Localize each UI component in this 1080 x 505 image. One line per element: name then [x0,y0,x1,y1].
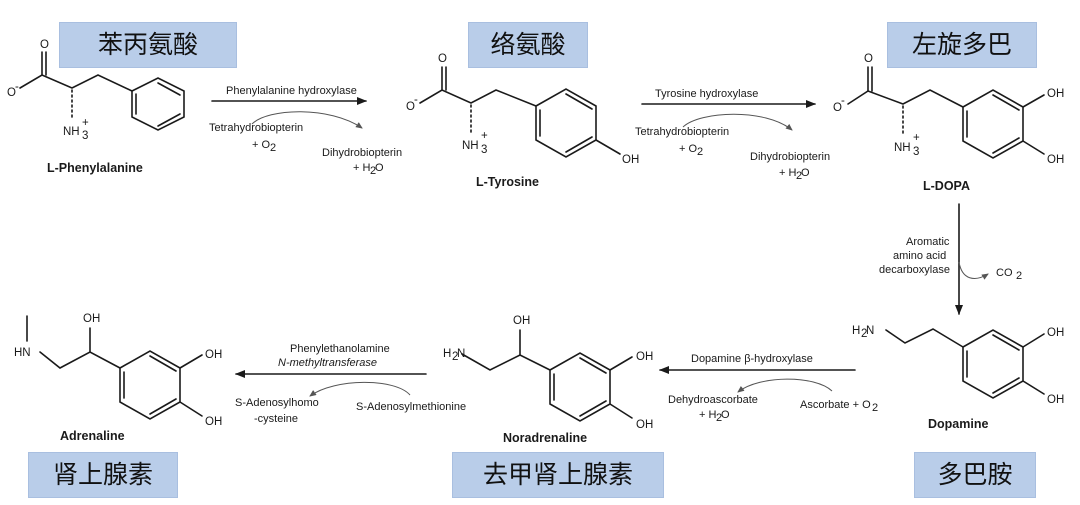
svg-text:N: N [457,348,465,360]
svg-text:NH: NH [894,142,911,154]
svg-text:2: 2 [872,402,878,414]
svg-text:2: 2 [270,142,276,154]
svg-text:Phenylethanolamine: Phenylethanolamine [290,343,390,355]
svg-text:O: O [833,102,842,114]
svg-text:O: O [438,53,447,65]
svg-text:OH: OH [1047,88,1064,100]
svg-text:2: 2 [697,146,703,158]
step-5: Phenylethanolamine N-methyltransferase S… [235,343,466,425]
svg-text:OH: OH [636,419,653,431]
step-2: Tyrosine hydroxylase Tetrahydrobiopterin… [635,88,830,182]
svg-text:OH: OH [1047,394,1064,406]
svg-text:-cysteine: -cysteine [254,413,298,425]
label-dopa-cn: 左旋多巴 [887,22,1037,68]
label-phenylalanine-cn: 苯丙氨酸 [59,22,237,68]
svg-text:OH: OH [83,313,100,325]
svg-text:OH: OH [636,351,653,363]
svg-text:+: + [82,117,89,129]
svg-text:Dihydrobiopterin: Dihydrobiopterin [750,151,830,163]
label-dopamine-cn: 多巴胺 [914,452,1036,498]
svg-text:O: O [406,101,415,113]
svg-text:+ H: + H [353,162,370,174]
svg-text:O: O [801,167,810,179]
svg-text:decarboxylase: decarboxylase [879,264,950,276]
svg-text:+: + [481,130,488,142]
svg-text:NH: NH [63,126,80,138]
svg-text:OH: OH [1047,327,1064,339]
svg-text:OH: OH [513,315,530,327]
molecule-tyrosine: O O - NH 3 + OH [406,53,639,166]
svg-text:Aromatic: Aromatic [906,236,950,248]
svg-text:2: 2 [796,170,802,182]
svg-text:H: H [443,348,451,360]
label-adrenaline-cn: 肾上腺素 [28,452,178,498]
svg-text:OH: OH [622,154,639,166]
svg-text:Phenylalanine hydroxylase: Phenylalanine hydroxylase [226,85,357,97]
svg-text:3: 3 [481,144,487,156]
svg-text:O: O [7,87,16,99]
label-noradrenaline-cn: 去甲肾上腺素 [452,452,664,498]
name-tyrosine: L-Tyrosine [476,175,539,189]
svg-text:3: 3 [82,130,88,142]
molecule-phenylalanine: O O - NH 3 + [7,39,185,142]
svg-text:+: + [913,132,920,144]
svg-text:HN: HN [14,347,31,359]
svg-text:2: 2 [861,328,867,340]
svg-text:Dopamine β-hydroxylase: Dopamine β-hydroxylase [691,353,813,365]
svg-text:-: - [841,95,845,107]
svg-text:CO: CO [996,267,1013,279]
svg-text:2: 2 [1016,270,1022,282]
svg-text:+ H: + H [779,167,796,179]
svg-text:Tetrahydrobiopterin: Tetrahydrobiopterin [635,126,729,138]
svg-text:Dihydrobiopterin: Dihydrobiopterin [322,147,402,159]
svg-text:NH: NH [462,140,479,152]
svg-text:+ O: + O [679,143,697,155]
svg-text:2: 2 [452,351,458,363]
svg-text:O: O [864,53,873,65]
svg-text:2: 2 [370,165,376,177]
molecule-dopa: O O - NH 3 + OH OH [833,53,1064,166]
svg-text:N: N [866,325,874,337]
svg-text:+ O: + O [252,139,270,151]
svg-text:OH: OH [205,416,222,428]
svg-text:3: 3 [913,146,919,158]
svg-text:OH: OH [205,349,222,361]
step-1: Phenylalanine hydroxylase Tetrahydrobiop… [209,85,402,177]
svg-text:S-Adenosylhomo: S-Adenosylhomo [235,397,319,409]
svg-text:-: - [414,94,418,106]
step-3: Aromatic amino acid decarboxylase CO 2 [879,203,1022,315]
svg-text:+ H: + H [699,409,716,421]
svg-text:Tyrosine hydroxylase: Tyrosine hydroxylase [655,88,758,100]
name-noradrenaline: Noradrenaline [503,431,587,445]
label-tyrosine-cn: 络氨酸 [468,22,588,68]
molecule-adrenaline: HN OH OH OH [14,313,222,428]
svg-text:-: - [15,81,19,93]
molecule-noradrenaline: H 2 N OH OH OH [443,315,653,431]
svg-text:2: 2 [716,412,722,424]
svg-text:S-Adenosylmethionine: S-Adenosylmethionine [356,401,466,413]
svg-text:N-methyltransferase: N-methyltransferase [278,357,377,369]
name-dopamine: Dopamine [928,417,988,431]
name-dopa: L-DOPA [923,179,970,193]
svg-text:OH: OH [1047,154,1064,166]
svg-text:Ascorbate + O: Ascorbate + O [800,399,871,411]
svg-text:O: O [375,162,384,174]
name-adrenaline: Adrenaline [60,429,125,443]
svg-text:amino acid: amino acid [893,250,946,262]
svg-text:O: O [721,409,730,421]
svg-text:Dehydroascorbate: Dehydroascorbate [668,394,758,406]
svg-text:O: O [40,39,49,51]
name-phenylalanine: L-Phenylalanine [47,161,143,175]
svg-text:Tetrahydrobiopterin: Tetrahydrobiopterin [209,122,303,134]
molecule-dopamine: H 2 N OH OH [852,325,1064,406]
svg-text:H: H [852,325,860,337]
step-4: Dopamine β-hydroxylase Ascorbate + O 2 D… [659,353,878,424]
